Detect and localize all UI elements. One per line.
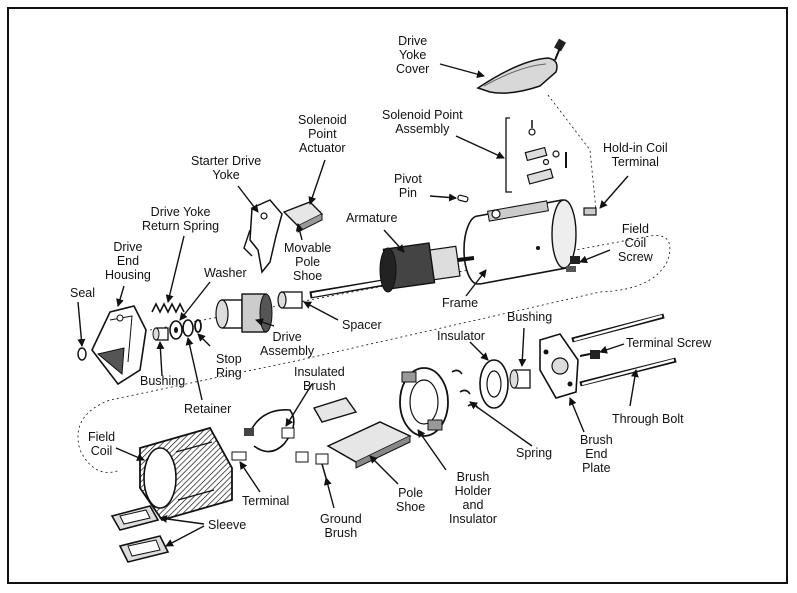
label-through-bolt: Through Bolt — [612, 412, 684, 426]
armature-part — [309, 242, 475, 299]
leader-arrows — [77, 63, 639, 547]
label-bushing-left: Bushing — [140, 374, 186, 388]
insulated-brush-part — [244, 409, 309, 463]
field-coil-screw-part — [566, 256, 580, 272]
insulator-part — [479, 359, 509, 409]
label-stop-ring: Stop Ring — [216, 352, 242, 380]
spacer-part — [277, 291, 303, 309]
drive-end-housing-part — [91, 305, 147, 386]
label-washer: Washer — [204, 266, 247, 280]
label-insulator: Insulator — [437, 329, 485, 343]
label-drive-yoke-return-spring: Drive Yoke Return Spring — [142, 205, 220, 233]
sleeve-part — [110, 505, 170, 563]
terminal-screw-part — [579, 350, 600, 359]
label-frame: Frame — [442, 296, 479, 310]
solenoid-point-assembly-part — [505, 117, 567, 193]
label-spring: Spring — [516, 446, 553, 460]
field-coil-part — [139, 426, 247, 522]
label-drive-yoke-cover: Drive Yoke Cover — [396, 34, 430, 76]
movable-pole-shoe-part — [282, 201, 324, 233]
label-movable-pole-shoe: Movable Pole Shoe — [284, 241, 332, 283]
label-field-coil: Field Coil — [88, 430, 116, 458]
label-terminal: Terminal — [242, 494, 290, 508]
label-starter-drive-yoke: Starter Drive Yoke — [191, 154, 262, 182]
bushing-left-part — [152, 327, 169, 341]
drive-yoke-cover-part — [476, 38, 566, 94]
diagram-border — [7, 7, 788, 584]
label-solenoid-point-assembly: Solenoid Point Assembly — [382, 108, 463, 136]
retainer-part — [182, 319, 194, 337]
label-field-coil-screw: Field Coil Screw — [618, 222, 653, 264]
starter-drive-yoke-part — [243, 199, 283, 274]
label-drive-end-housing: Drive End Housing — [105, 240, 151, 282]
brush-end-plate-part — [539, 333, 579, 399]
label-hold-in-coil-terminal: Hold-in Coil Terminal — [603, 141, 668, 169]
label-seal: Seal — [70, 286, 96, 300]
label-pivot-pin: Pivot Pin — [394, 172, 422, 200]
label-solenoid-point-actuator: Solenoid Point Actuator — [298, 113, 347, 155]
frame-part — [463, 199, 577, 285]
label-sleeve: Sleeve — [208, 518, 247, 532]
pivot-pin-part — [457, 194, 469, 203]
label-drive-assembly: Drive Assembly — [260, 330, 315, 358]
brush-springs-part — [451, 369, 479, 409]
return-spring-part — [151, 302, 185, 314]
label-ground-brush: Ground Brush — [320, 512, 362, 540]
seal-part — [77, 347, 87, 361]
ground-brush-part — [315, 453, 329, 479]
label-brush-holder-insulator: Brush Holder and Insulator — [449, 470, 497, 526]
label-insulated-brush: Insulated Brush — [294, 365, 345, 393]
label-armature: Armature — [346, 211, 398, 225]
brush-holder-part — [399, 367, 449, 437]
hold-in-coil-terminal-part — [583, 207, 597, 216]
label-bushing-top: Bushing — [507, 310, 553, 324]
through-bolts-part — [571, 313, 677, 387]
bushing-top-part — [509, 369, 531, 389]
label-brush-end-plate: Brush End Plate — [580, 433, 613, 475]
label-pole-shoe: Pole Shoe — [396, 486, 426, 514]
label-terminal-screw: Terminal Screw — [626, 336, 712, 350]
stop-ring-part — [194, 319, 202, 333]
drive-assembly-part — [215, 293, 273, 333]
label-spacer: Spacer — [342, 318, 382, 332]
label-retainer: Retainer — [184, 402, 232, 416]
insulated-brush-plate — [312, 397, 358, 423]
